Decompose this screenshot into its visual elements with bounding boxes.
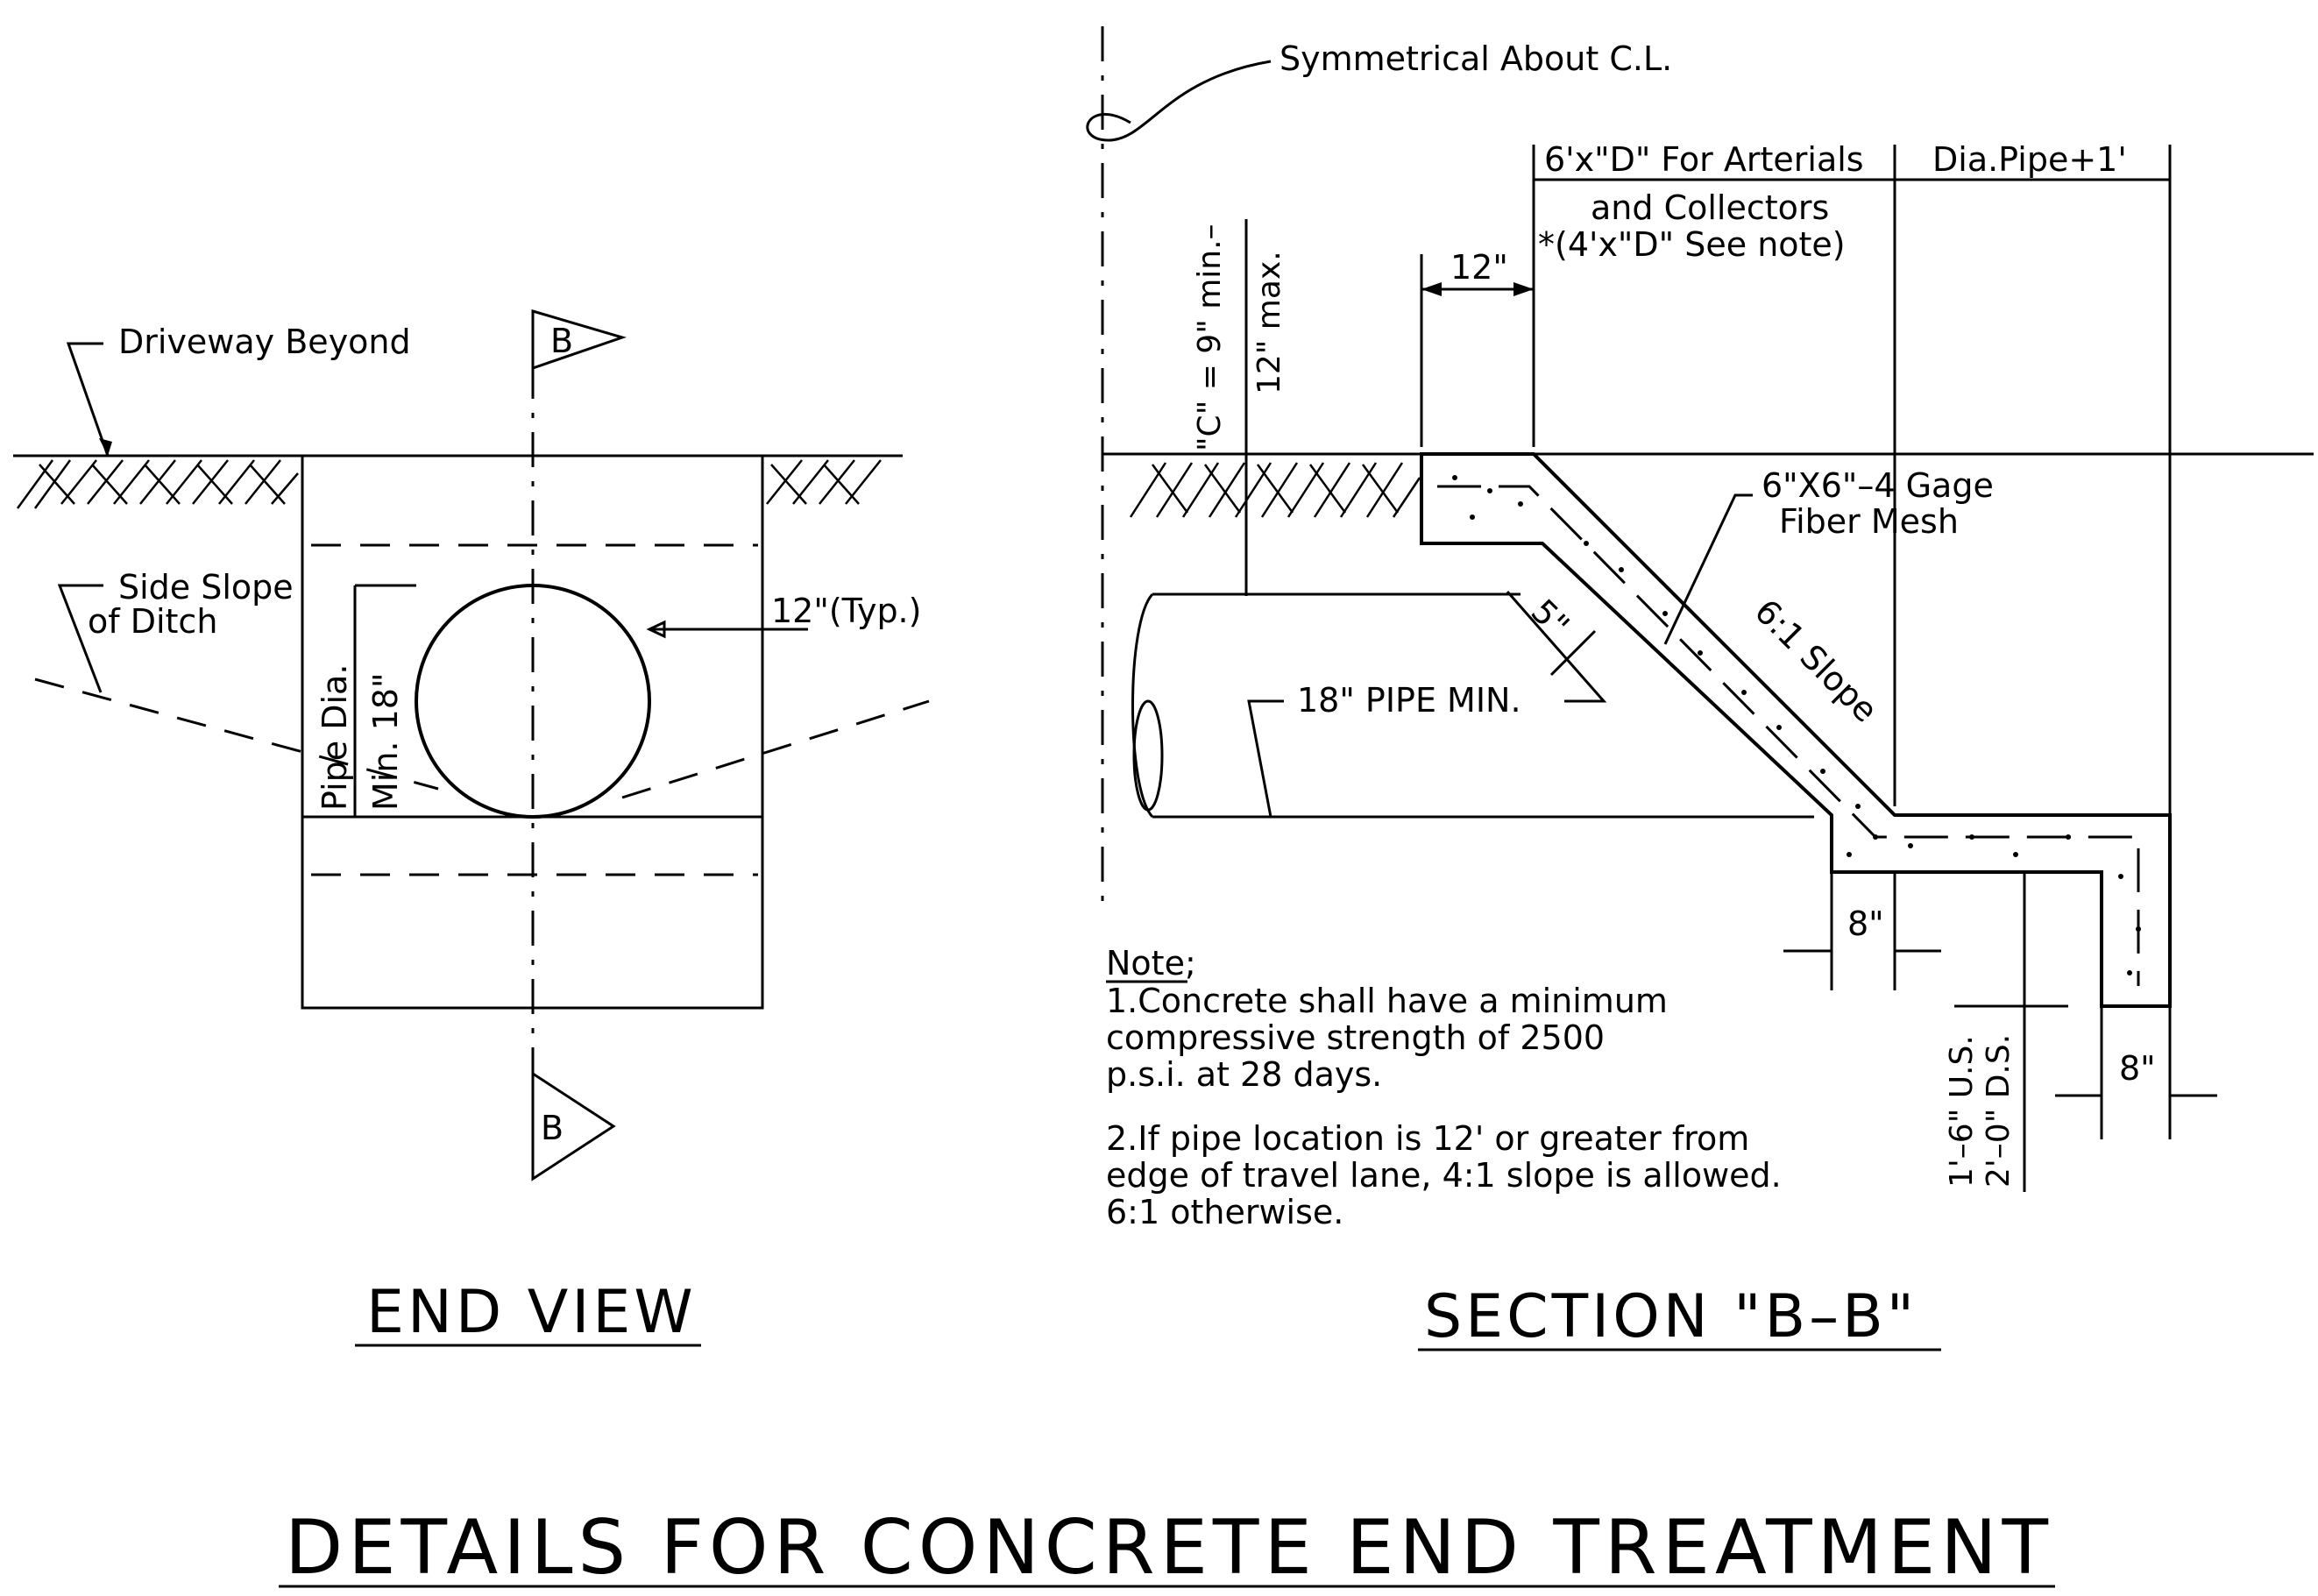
side-slope-label-1: Side Slope: [118, 568, 294, 606]
fiber-mesh-line: [1437, 485, 2140, 986]
arterials-label-1: 6'x"D" For Arterials: [1544, 140, 1864, 179]
earth-hatch-left: [16, 459, 299, 509]
c-label-1: "C" = 9" min.–: [1192, 223, 1228, 451]
end-view-title: END VIEW: [366, 1278, 697, 1347]
typ-label: 12"(Typ.): [771, 592, 921, 630]
note-2-line-3: 6:1 otherwise.: [1106, 1193, 1343, 1231]
main-title: DETAILS FOR CONCRETE END TREATMENT: [285, 1504, 2053, 1592]
section-title: SECTION "B–B": [1424, 1282, 1917, 1351]
section-marker-top: [531, 309, 627, 371]
dim-8a-label: 8": [1847, 904, 1884, 943]
pipe-end-curve: [1131, 592, 1154, 819]
concrete-speckle: [1452, 475, 2141, 975]
pipe-end-ellipse: [1132, 699, 1164, 812]
section-marker-top-label: B: [550, 322, 573, 360]
note-2-line-2: edge of travel lane, 4:1 slope is allowe…: [1106, 1156, 1782, 1195]
pipe-label-leader-left: [1247, 699, 1284, 818]
pipe-label-leader-right: [1506, 591, 1607, 703]
earth-hatch-right: [766, 459, 882, 505]
mesh-leader: [1663, 493, 1753, 645]
dim-5-line: [1549, 629, 1597, 677]
cl-symbol-leader: [1086, 60, 1272, 142]
side-slope-leader: [57, 584, 103, 693]
pipe-dia-label: Pipe Dia.: [315, 664, 354, 811]
note-1-line-3: p.s.i. at 28 days.: [1106, 1055, 1382, 1094]
note-1-line-1: 1.Concrete shall have a minimum: [1106, 982, 1668, 1020]
section-earth-hatch: [1129, 462, 1421, 518]
arterials-label-3: *(4'x"D" See note): [1538, 225, 1846, 264]
symmetry-label: Symmetrical About C.L.: [1280, 39, 1672, 78]
driveway-leader: [66, 342, 110, 457]
c-label-2: 12" max.: [1251, 251, 1287, 394]
dim-12-label: 12": [1450, 248, 1508, 287]
min-label: Min. 18": [366, 673, 405, 811]
note-heading: Note;: [1106, 944, 1196, 982]
typ-arrow: [646, 620, 666, 639]
note-1-line-2: compressive strength of 2500: [1106, 1018, 1605, 1057]
side-slope-label-2: of Ditch: [88, 602, 217, 641]
section-marker-bottom-label: B: [541, 1109, 564, 1147]
section-marker-bottom: [531, 1071, 616, 1181]
driveway-label: Driveway Beyond: [118, 323, 411, 361]
dim-8b-label: 8": [2119, 1049, 2156, 1088]
mesh-label-1: 6"X6"–4 Gage: [1762, 466, 1994, 505]
driveway-arrow: [99, 438, 112, 456]
note-2-line-1: 2.If pipe location is 12' or greater fro…: [1106, 1119, 1749, 1158]
pipe-label: 18" PIPE MIN.: [1297, 681, 1521, 720]
ds-label: 2'–0" D.S.: [1981, 1034, 2017, 1188]
dia-pipe-label: Dia.Pipe+1': [1932, 140, 2127, 179]
arterials-label-2: and Collectors: [1591, 188, 1829, 227]
us-label: 1'–6" U.S.: [1944, 1035, 1980, 1188]
side-slope-line: [34, 677, 930, 799]
slope-label: 6:1 Slope: [1747, 592, 1885, 729]
end-view: B B Driveway Beyond Side Slope of Ditch …: [13, 309, 930, 1347]
section-b-b: Symmetrical About C.L. 6'x"D" For Arteri…: [1086, 26, 2314, 1351]
concrete-slab: [1420, 452, 2172, 1008]
mesh-label-2: Fiber Mesh: [1779, 502, 1959, 541]
